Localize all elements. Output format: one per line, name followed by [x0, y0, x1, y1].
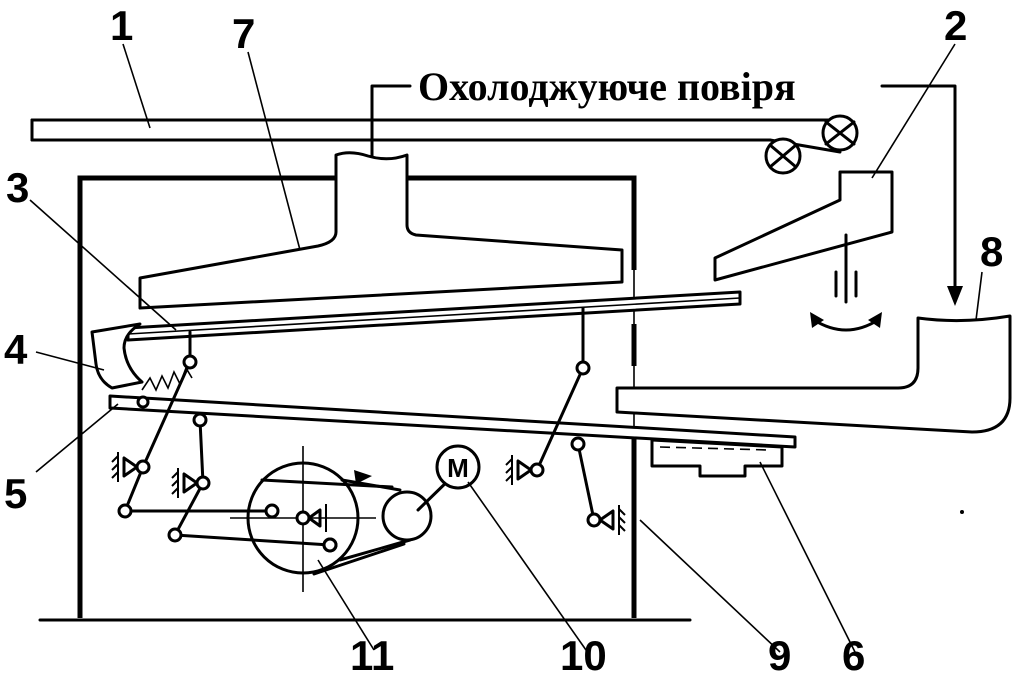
label-2: 2: [944, 2, 967, 49]
label-6: 6: [842, 632, 865, 679]
leader-lines: [29, 43, 983, 653]
label-5: 5: [4, 470, 27, 517]
crusher: [713, 170, 894, 332]
lower-grate: [108, 394, 797, 449]
crank-wheel: [230, 446, 376, 592]
label-10: 10: [560, 632, 607, 679]
pusher: [90, 322, 144, 390]
motor-label: М: [447, 453, 469, 483]
conveyor-belt: [30, 114, 859, 175]
number-labels: 1 7 2 3 8 4 5 11 10 9 6: [4, 2, 1003, 679]
motor: М: [435, 444, 481, 490]
label-1: 1: [110, 2, 133, 49]
belt-drive: [260, 470, 412, 576]
label-8: 8: [980, 228, 1003, 275]
outlet-duct: [615, 314, 1012, 434]
cooling-hood: [138, 151, 624, 310]
motor-pulley: [381, 490, 433, 542]
collector: [650, 438, 784, 478]
label-11: 11: [350, 632, 394, 679]
fixed-supports: [111, 452, 626, 535]
label-7: 7: [232, 10, 255, 57]
cooling-air-arrows: Охолоджуюче повіря: [364, 64, 963, 306]
label-3: 3: [6, 164, 29, 211]
label-4: 4: [4, 326, 28, 373]
cooling-air-caption: Охолоджуюче повіря: [418, 64, 796, 109]
label-9: 9: [768, 632, 791, 679]
